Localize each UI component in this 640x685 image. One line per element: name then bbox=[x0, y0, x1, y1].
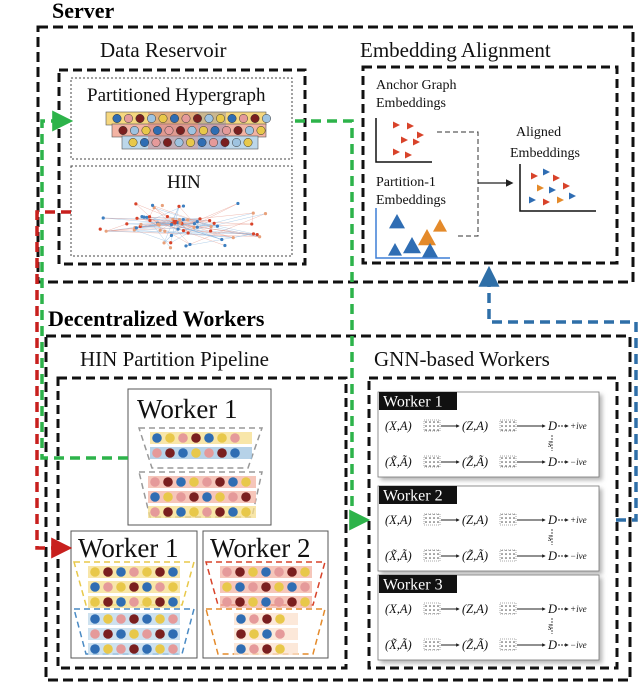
green-flow-to-hypergraph bbox=[40, 110, 128, 460]
aligned-embeddings-axes bbox=[519, 164, 596, 212]
worker-right-title: Worker 2 bbox=[210, 533, 311, 563]
readout-icon bbox=[499, 638, 517, 651]
gnn-worker-panel-1: Worker 1 (X,A) (Z,A) D +ive (X̃,Ã) (Z̃,Ã) D −ive… bbox=[377, 391, 600, 478]
anchor-embeddings-axes bbox=[375, 118, 432, 163]
graph-input-label: (X̃,Ã) bbox=[385, 455, 412, 469]
graph-input-label: (X,A) bbox=[385, 419, 412, 433]
partition-embeddings-label-line1: Partition-1 bbox=[376, 175, 436, 190]
gnn-worker-panel-2: Worker 2 (X,A) (Z,A) D +ive (X̃,Ã) (Z̃,Ã) D −ive… bbox=[377, 485, 600, 572]
hin-label: HIN bbox=[167, 172, 201, 193]
graph-input-label: (X̃,Ã) bbox=[385, 549, 412, 563]
discriminator-label: D bbox=[547, 419, 557, 433]
encoder-icon bbox=[423, 455, 441, 468]
worker-left-title: Worker 1 bbox=[78, 533, 179, 563]
worker-right-partition-image bbox=[205, 561, 326, 655]
sample-sign-label: +ive bbox=[570, 604, 587, 614]
decentralized-workers-title: Decentralized Workers bbox=[48, 306, 265, 331]
summary-vector-label: s̄ bbox=[548, 533, 552, 543]
pipeline-title: HIN Partition Pipeline bbox=[80, 347, 269, 371]
graph-embedding-label: (Z̃,Ã) bbox=[462, 638, 488, 652]
anchor-embeddings-label-line1: Anchor Graph bbox=[376, 78, 456, 93]
pipeline-box bbox=[56, 376, 348, 670]
hin-graph-image bbox=[98, 201, 268, 250]
graph-input-label: (X,A) bbox=[385, 602, 412, 616]
workers-box bbox=[44, 334, 632, 682]
graph-embedding-label: (Z,A) bbox=[462, 602, 488, 616]
sample-sign-label: −ive bbox=[570, 457, 587, 467]
summary-vector-label: s̄ bbox=[548, 622, 552, 632]
encoder-icon bbox=[423, 602, 441, 615]
gnn-worker-panels: Worker 1 (X,A) (Z,A) D +ive (X̃,Ã) (Z̃,Ã) D −ive… bbox=[377, 391, 600, 661]
partition-embeddings-axes bbox=[375, 208, 450, 259]
graph-embedding-label: (Z̃,Ã) bbox=[462, 549, 488, 563]
readout-icon bbox=[499, 549, 517, 562]
gnn-title: GNN-based Workers bbox=[374, 347, 550, 371]
data-reservoir-box bbox=[57, 68, 307, 266]
summary-vector-label: s̄ bbox=[548, 439, 552, 449]
readout-icon bbox=[499, 602, 517, 615]
graph-embedding-label: (Z̃,Ã) bbox=[462, 455, 488, 469]
green-flow-to-gnn-workers bbox=[295, 119, 371, 531]
gnn-worker-label: Worker 2 bbox=[383, 488, 443, 505]
worker-top-title: Worker 1 bbox=[137, 394, 238, 424]
discriminator-label: D bbox=[547, 549, 557, 563]
blue-flow-to-alignment bbox=[478, 265, 638, 522]
encoder-icon bbox=[423, 549, 441, 562]
red-flow-hin-to-pipeline bbox=[35, 210, 73, 559]
partitioned-hypergraph-image bbox=[105, 111, 271, 150]
discriminator-label: D bbox=[547, 455, 557, 469]
hypergraph-panel bbox=[70, 77, 293, 160]
graph-input-label: (X,A) bbox=[385, 513, 412, 527]
gnn-worker-badge bbox=[379, 575, 457, 593]
anchor-embeddings-label-line2: Embeddings bbox=[376, 96, 446, 111]
server-title: Server bbox=[52, 0, 115, 23]
anchor-embeddings-points bbox=[393, 121, 424, 159]
alignment-bracket bbox=[437, 131, 479, 237]
encoder-icon bbox=[423, 419, 441, 432]
discriminator-label: D bbox=[547, 513, 557, 527]
gnn-worker-label: Worker 3 bbox=[383, 577, 443, 594]
gnn-worker-panel-3: Worker 3 (X,A) (Z,A) D +ive (X̃,Ã) (Z̃,Ã) D −ive… bbox=[377, 574, 600, 661]
discriminator-label: D bbox=[547, 638, 557, 652]
encoder-icon bbox=[423, 638, 441, 651]
aligned-embeddings-label-line2: Embeddings bbox=[510, 146, 580, 161]
gnn-worker-badge bbox=[379, 486, 457, 504]
graph-embedding-label: (Z,A) bbox=[462, 419, 488, 433]
embedding-alignment-title: Embedding Alignment bbox=[360, 38, 551, 62]
sample-sign-label: +ive bbox=[570, 421, 587, 431]
encoder-icon bbox=[423, 513, 441, 526]
discriminator-label: D bbox=[547, 602, 557, 616]
partitioned-hypergraph-label: Partitioned Hypergraph bbox=[87, 85, 266, 106]
graph-embedding-label: (Z,A) bbox=[462, 513, 488, 527]
gnn-worker-badge bbox=[379, 392, 457, 410]
readout-icon bbox=[499, 513, 517, 526]
worker-left-partition-image bbox=[73, 561, 195, 655]
aligned-embeddings-label-line1: Aligned bbox=[516, 125, 561, 140]
graph-input-label: (X̃,Ã) bbox=[385, 638, 412, 652]
sample-sign-label: −ive bbox=[570, 640, 587, 650]
data-reservoir-title: Data Reservoir bbox=[100, 38, 227, 62]
worker-top-partition-image bbox=[137, 427, 264, 518]
partition-embeddings-points bbox=[388, 214, 447, 258]
aligned-embeddings-points bbox=[529, 168, 576, 206]
server-box bbox=[36, 25, 635, 284]
partition-embeddings-label-line2: Embeddings bbox=[376, 193, 446, 208]
gnn-worker-label: Worker 1 bbox=[383, 394, 443, 411]
readout-icon bbox=[499, 455, 517, 468]
sample-sign-label: −ive bbox=[570, 551, 587, 561]
embedding-alignment-box bbox=[361, 65, 619, 265]
sample-sign-label: +ive bbox=[570, 515, 587, 525]
readout-icon bbox=[499, 419, 517, 432]
